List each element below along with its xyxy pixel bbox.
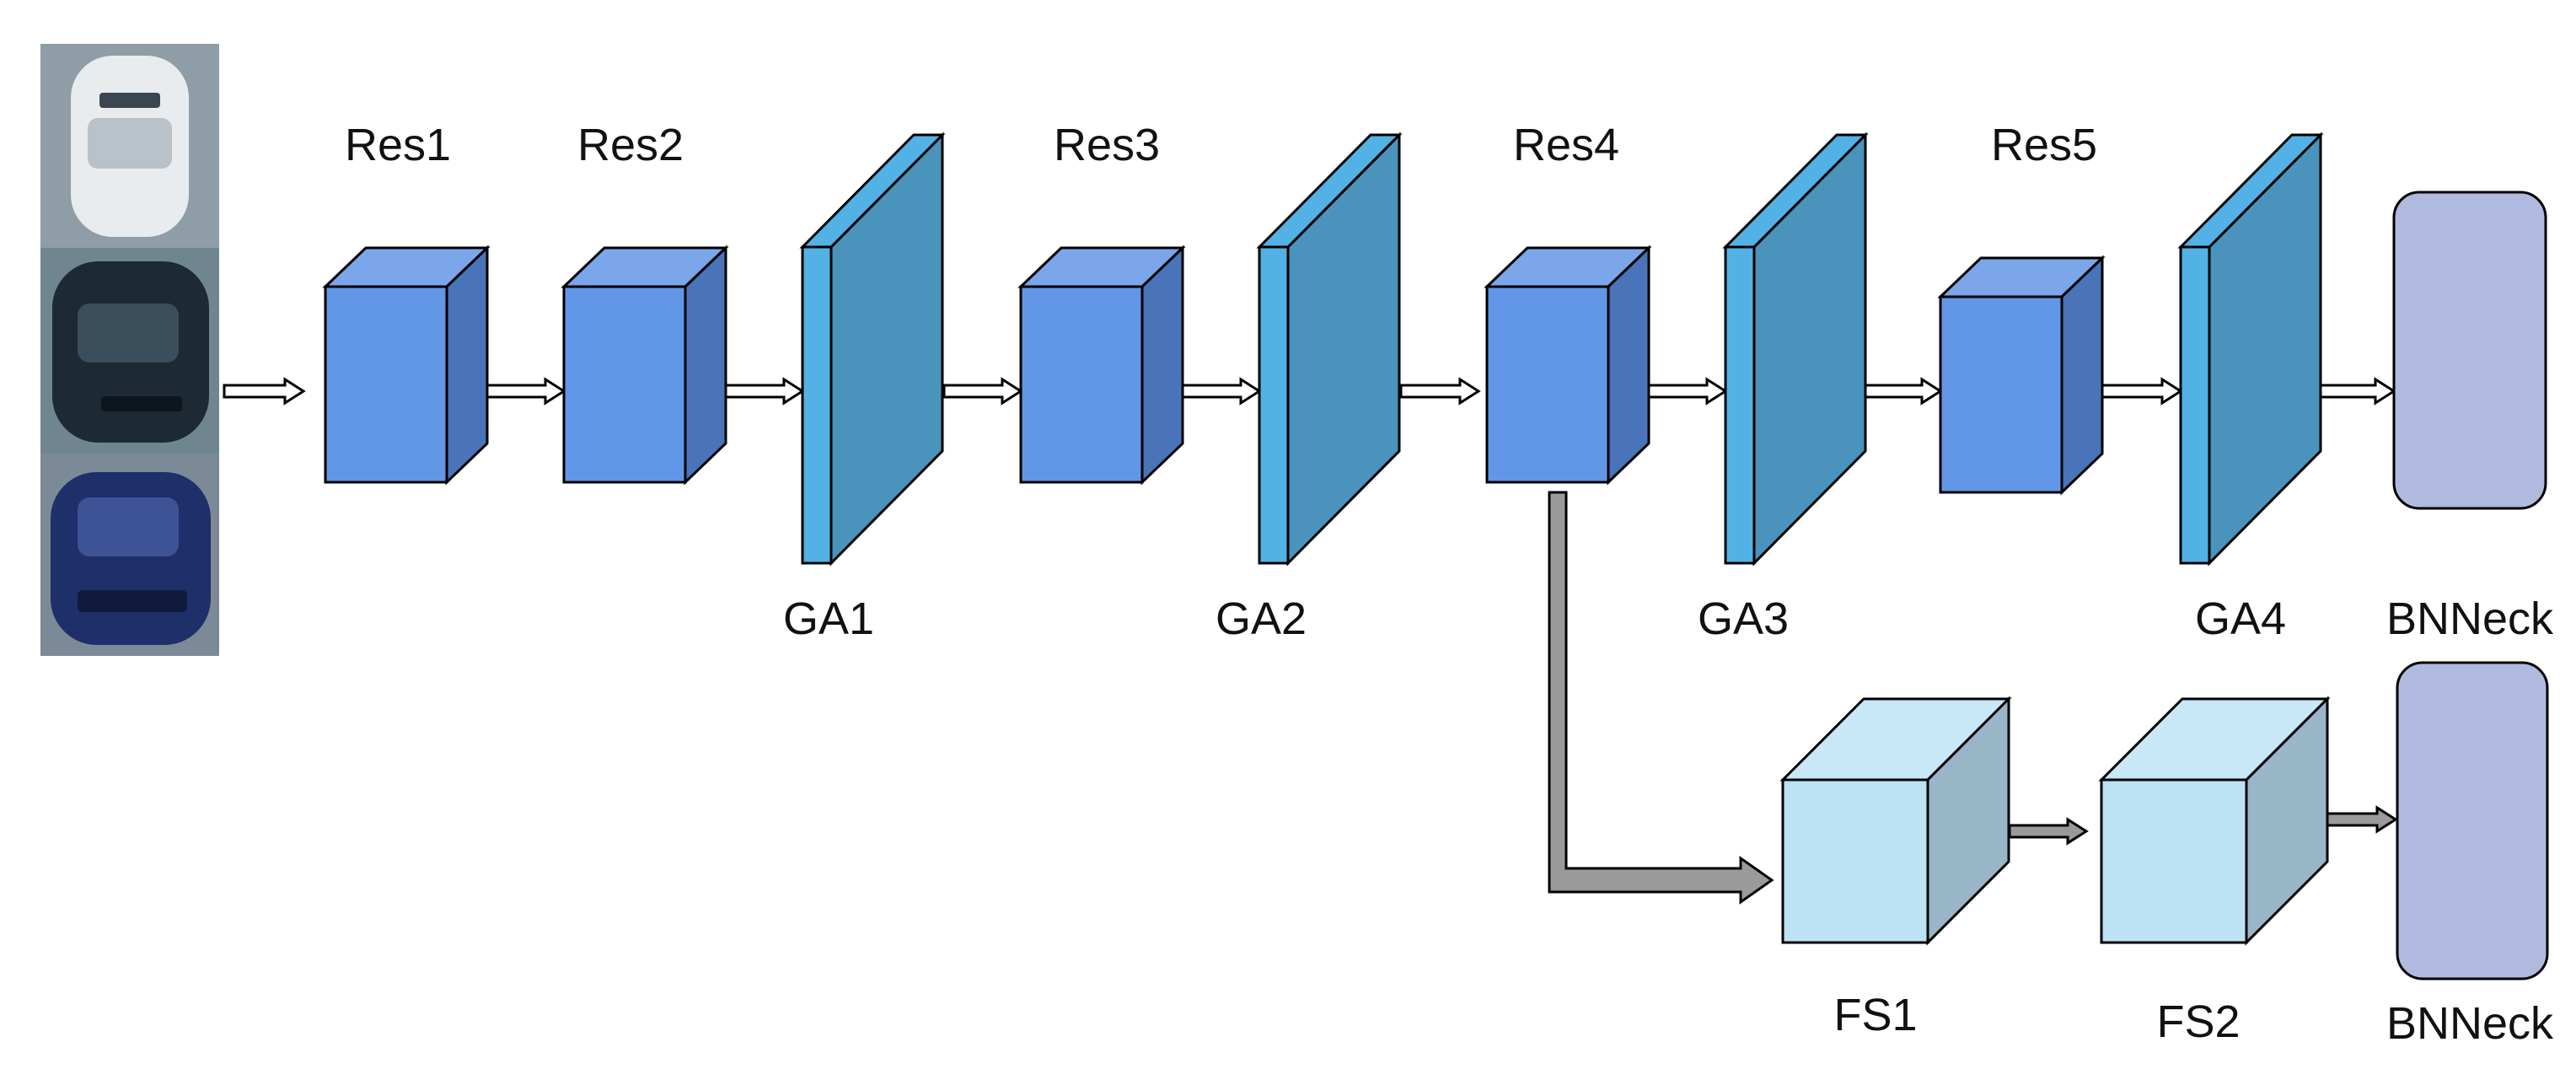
ga1-block (799, 132, 946, 567)
residual-blocks (322, 244, 2106, 496)
main-arrow-5 (1181, 377, 1262, 406)
branch-arrow (1548, 491, 1774, 905)
fs1-label: FS1 (1833, 990, 1917, 1040)
res1-label: Res1 (345, 120, 451, 170)
bnneck-blocks (2392, 191, 2549, 980)
res3-block (1017, 244, 1186, 486)
res5-label: Res5 (1991, 120, 2097, 170)
main-arrow-10 (2319, 377, 2396, 406)
bnneck-top-block (2392, 191, 2547, 510)
ga2-label: GA2 (1216, 594, 1307, 644)
ga1-label: GA1 (783, 594, 874, 644)
fs2-to-bnneck-arrow (2316, 805, 2398, 834)
ga4-label: GA4 (2195, 594, 2286, 644)
res2-label: Res2 (577, 120, 684, 170)
res2-block (561, 244, 729, 486)
main-arrow-4 (942, 377, 1023, 406)
white-car-photo (40, 44, 219, 248)
main-arrow-7 (1647, 377, 1728, 406)
stage-arrows (223, 377, 2398, 846)
main-arrow-3 (724, 377, 805, 406)
fs1-to-fs2-arrow (2008, 817, 2089, 846)
main-arrow-8 (1864, 377, 1943, 406)
bnneck-top-label: BNNeck (2386, 594, 2554, 644)
global-attention-blocks (799, 132, 2324, 567)
ga3-block (1722, 132, 1869, 567)
ga4-block (2177, 132, 2324, 567)
res3-label: Res3 (1054, 120, 1160, 170)
main-arrow-9 (2101, 377, 2183, 406)
res1-block (322, 244, 491, 486)
res4-label: Res4 (1513, 120, 1619, 170)
fs1-block (1779, 696, 2012, 946)
bnneck-bottom-block (2396, 661, 2549, 980)
res4-block (1484, 244, 1652, 486)
ga2-block (1256, 132, 1403, 567)
main-arrow-2 (486, 377, 566, 406)
main-arrow-1 (223, 377, 306, 406)
fs2-block (2098, 696, 2331, 946)
res5-block (1937, 255, 2106, 496)
main-arrow-6 (1399, 377, 1481, 406)
black-car-photo (40, 248, 219, 454)
blue-car-photo (40, 454, 219, 656)
bnneck-bottom-label: BNNeck (2386, 998, 2554, 1049)
ga3-label: GA3 (1698, 594, 1789, 644)
feature-selection-blocks (1779, 696, 2331, 946)
fs2-label: FS2 (2156, 996, 2240, 1047)
input-image-strip (40, 44, 219, 656)
